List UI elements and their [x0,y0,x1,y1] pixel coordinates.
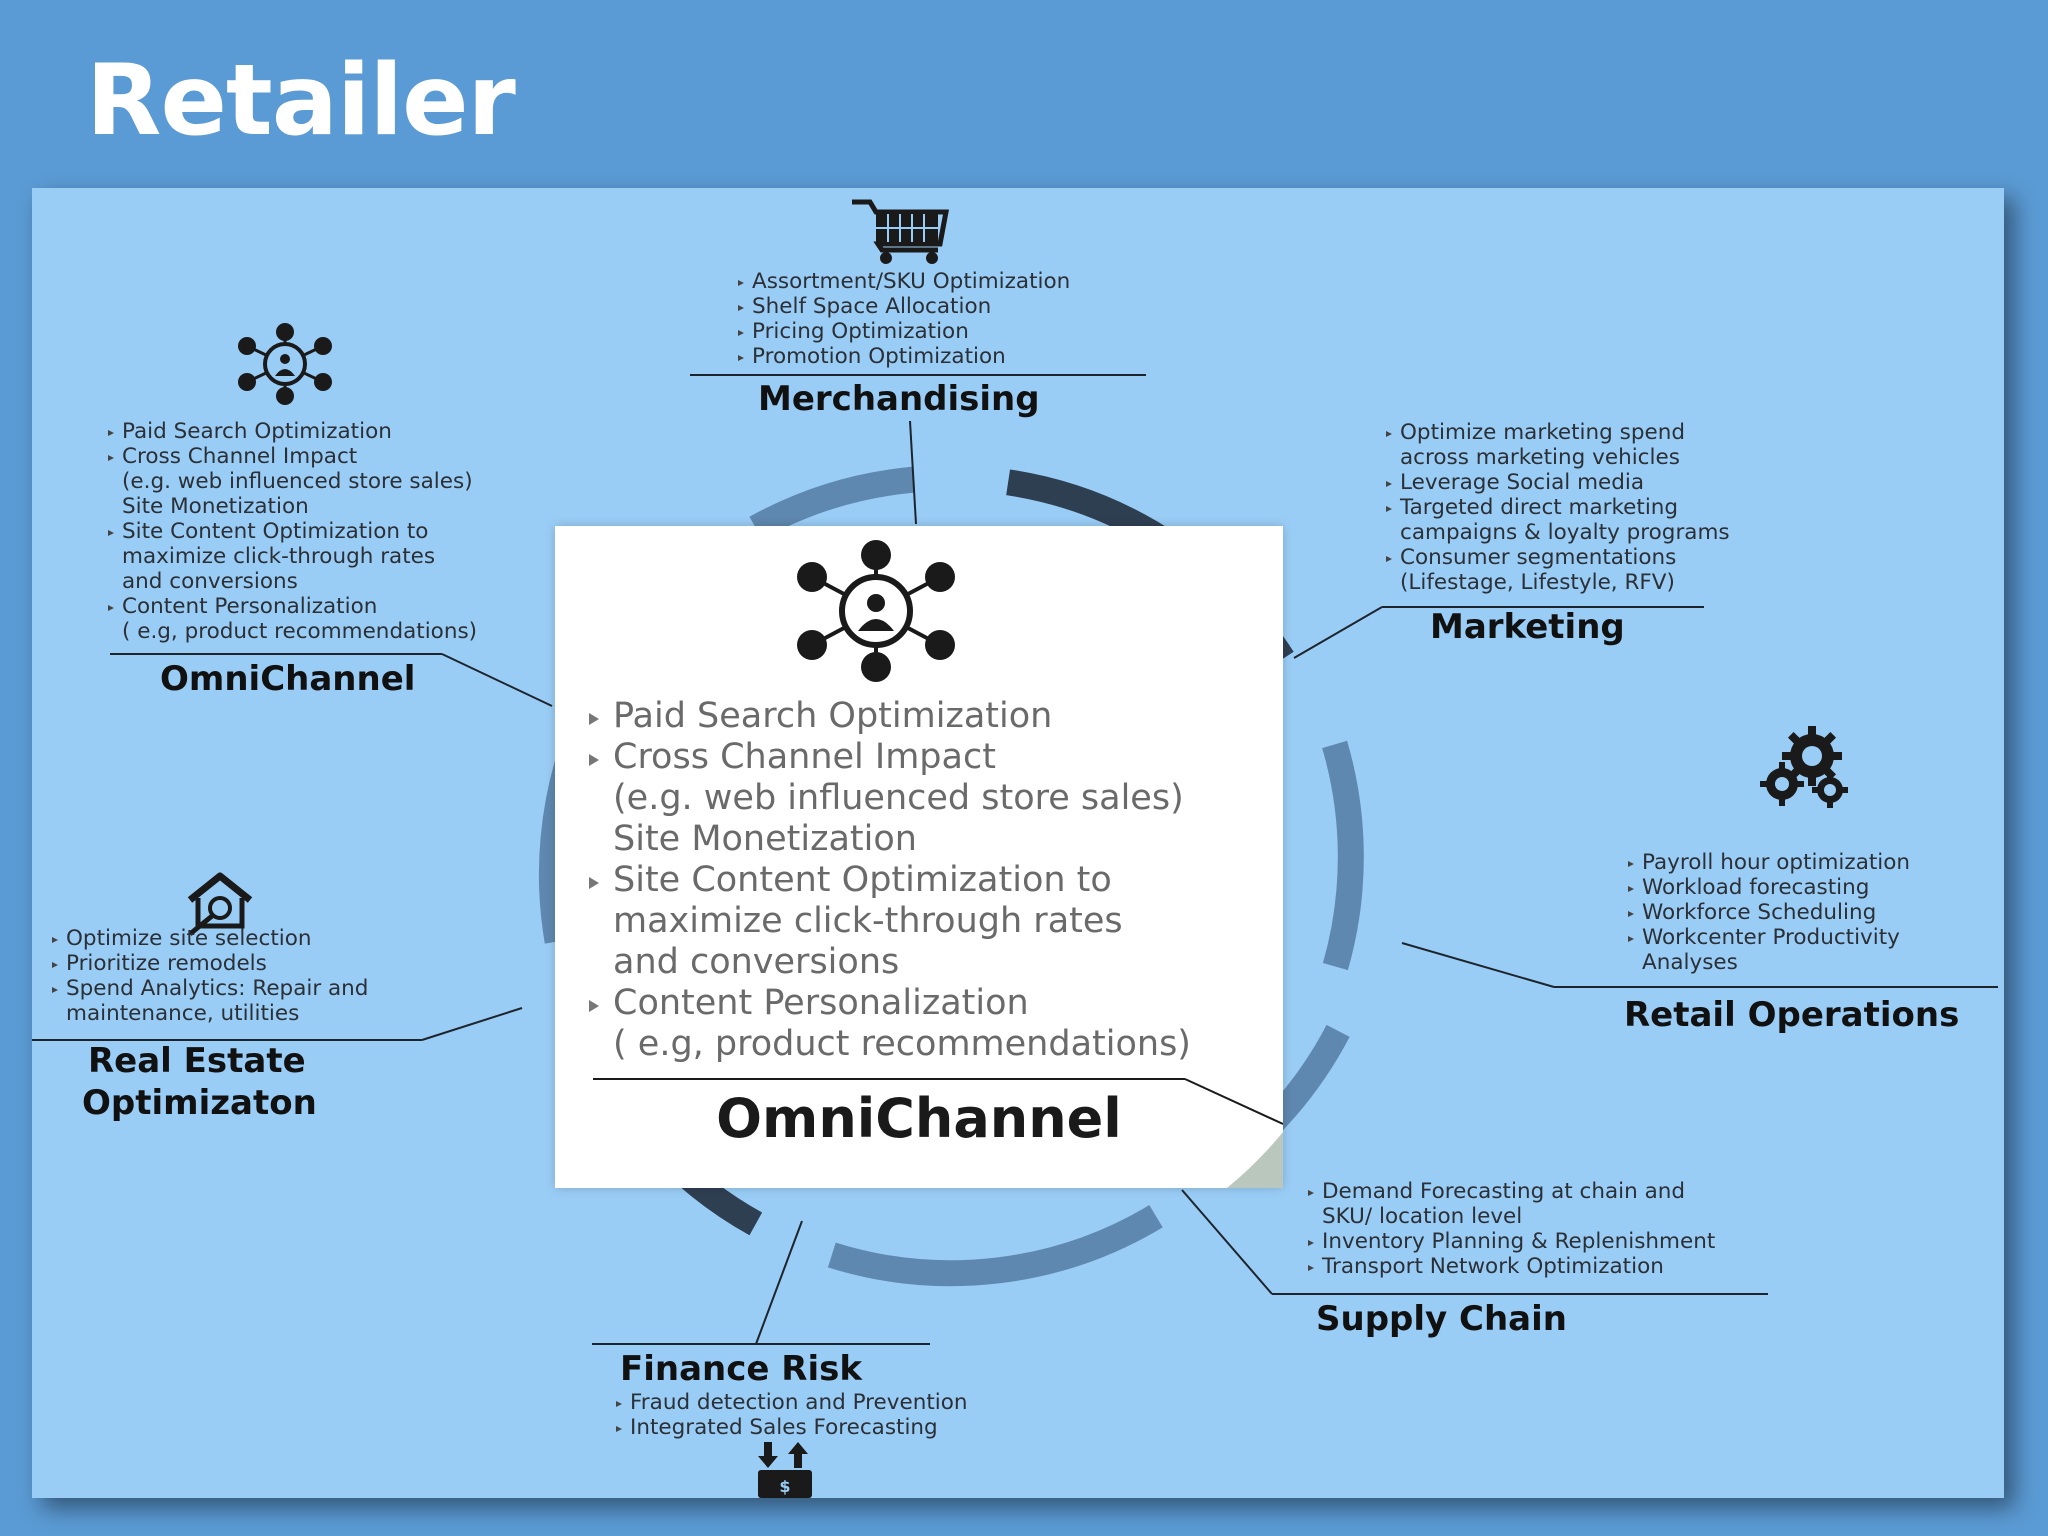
list-item-continued: ( e.g, product recommendations) [613,1024,1191,1064]
list-item: Workcenter Productivity [1626,925,1910,950]
list-item-continued: (Lifestage, Lifestyle, RFV) [1400,570,1675,595]
list-item: Shelf Space Allocation [736,294,1070,319]
retail-operations-list: Payroll hour optimization Workload forec… [1626,850,1910,975]
marketing-title: Marketing [1430,607,1625,647]
list-item: Paid Search Optimization [585,696,1191,737]
merchandising-list: Assortment/SKU Optimization Shelf Space … [736,269,1070,369]
omnichannel-detail-card: Paid Search Optimization Cross Channel I… [555,526,1283,1188]
list-item-continued: across marketing vehicles [1400,445,1680,470]
list-item: Consumer segmentations [1384,545,1730,570]
list-item: Integrated Sales Forecasting [614,1415,968,1440]
network-person-icon [238,323,332,405]
merchandising-divider [690,374,1146,376]
list-item: Workforce Scheduling [1626,900,1910,925]
list-item-continued: ( e.g, product recommendations) [122,619,478,644]
list-item: Content Personalization [585,983,1191,1024]
list-item-continued: SKU/ location level [1322,1204,1523,1229]
list-item: Spend Analytics: Repair and [50,976,368,1001]
connector-finance-d [755,1220,803,1345]
gears-icon [1760,726,1848,808]
center-divider-angle [1184,1078,1283,1125]
list-item-continued: Analyses [1642,950,1738,975]
merchandising-title: Merchandising [758,379,1040,419]
list-item: Prioritize remodels [50,951,368,976]
list-item-continued: Site Monetization [613,819,917,859]
list-item-continued: (e.g. web influenced store sales) [613,778,1184,818]
ring-corner-fragment [1227,1132,1283,1188]
supply-chain-list: Demand Forecasting at chain and SKU/ loc… [1306,1179,1715,1279]
finance-risk-list: Fraud detection and Prevention Integrate… [614,1390,968,1440]
ring-arc-bottom [827,1205,1163,1287]
connector-omnichannel-d [441,653,553,707]
retail-operations-title: Retail Operations [1624,995,1960,1035]
list-item: Site Content Optimization to [585,860,1191,901]
list-item: Optimize marketing spend [1384,420,1730,445]
money-arrows-icon: $ [758,1442,812,1498]
list-item-continued: and conversions [122,569,298,594]
supply-chain-title: Supply Chain [1316,1299,1567,1339]
center-list: Paid Search Optimization Cross Channel I… [585,696,1191,1065]
list-item: Site Content Optimization to [106,519,477,544]
diagram-panel: $ Assortment/SKU Optimization Shelf Spac… [32,188,2004,1498]
center-card-art [593,540,1283,1188]
connector-real-estate-d [421,1007,523,1041]
svg-text:$: $ [779,1477,790,1496]
house-search-icon [187,872,253,936]
finance-risk-title: Finance Risk [620,1349,862,1389]
connector-marketing-d [1293,606,1383,659]
connector-merchandising [909,420,917,525]
connector-retail-ops-d [1401,942,1555,988]
list-item-continued: maximize click-through rates [122,544,436,569]
real-estate-title-line2: Optimizaton [82,1083,317,1123]
list-item: Content Personalization [106,594,477,619]
list-item: Pricing Optimization [736,319,1070,344]
list-item: Leverage Social media [1384,470,1730,495]
list-item-continued: and conversions [613,942,900,982]
real-estate-list: Optimize site selection Prioritize remod… [50,926,368,1026]
connector-supply-chain-d [1181,1189,1273,1295]
list-item: Demand Forecasting at chain and [1306,1179,1715,1204]
list-item-continued: maximize click-through rates [613,901,1123,941]
list-item: Inventory Planning & Replenishment [1306,1229,1715,1254]
list-item-continued: maintenance, utilities [66,1001,300,1026]
slide-title: Retailer [86,44,516,158]
list-item-continued: campaigns & loyalty programs [1400,520,1730,545]
list-item: Payroll hour optimization [1626,850,1910,875]
list-item: Paid Search Optimization [106,419,477,444]
ring-arc-right [1322,740,1364,971]
list-item: Promotion Optimization [736,344,1070,369]
center-title: OmniChannel [716,1087,1122,1150]
network-person-icon [797,540,955,682]
real-estate-title-line1: Real Estate [88,1041,306,1081]
list-item: Workload forecasting [1626,875,1910,900]
ring-arc-top-left [749,466,915,540]
list-item: Fraud detection and Prevention [614,1390,968,1415]
list-item-continued: Site Monetization [122,494,309,519]
list-item: Assortment/SKU Optimization [736,269,1070,294]
list-item: Cross Channel Impact [585,737,1191,778]
list-item: Targeted direct marketing [1384,495,1730,520]
list-item: Cross Channel Impact [106,444,477,469]
omnichannel-list: Paid Search Optimization Cross Channel I… [106,419,477,644]
list-item: Transport Network Optimization [1306,1254,1715,1279]
list-item: Optimize site selection [50,926,368,951]
marketing-list: Optimize marketing spend across marketin… [1384,420,1730,595]
omnichannel-title: OmniChannel [160,659,416,699]
list-item-continued: (e.g. web influenced store sales) [122,469,473,494]
shopping-cart-icon [852,199,950,264]
